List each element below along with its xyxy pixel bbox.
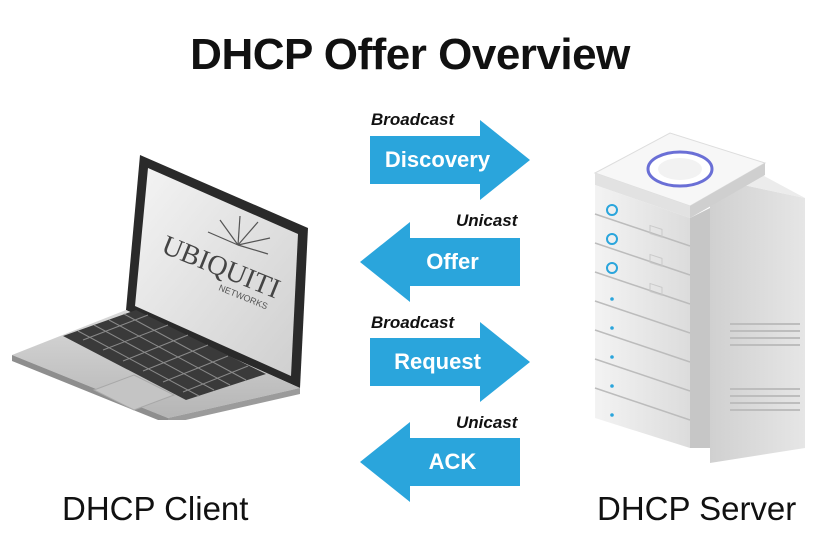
laptop-client-illustration: UBIQUITI NETWORKS (8, 150, 313, 424)
message-type-request: Broadcast (371, 313, 455, 332)
discovery-label: Discovery (384, 147, 491, 172)
request-label: Request (394, 349, 481, 374)
message-type-ack: Unicast (456, 413, 518, 432)
ack-label: ACK (428, 449, 477, 474)
discovery-arrow: Discovery (370, 120, 535, 200)
request-arrow: Request (370, 322, 535, 402)
server-illustration (590, 118, 815, 463)
message-type-discovery: Broadcast (371, 110, 455, 129)
message-type-offer: Unicast (456, 211, 518, 230)
diagram-title: DHCP Offer Overview (190, 30, 630, 79)
ack-arrow: ACK (355, 422, 520, 502)
server-label: DHCP Server (597, 490, 797, 527)
client-label: DHCP Client (62, 490, 249, 527)
offer-arrow: Offer (355, 222, 520, 302)
offer-label: Offer (426, 249, 479, 274)
